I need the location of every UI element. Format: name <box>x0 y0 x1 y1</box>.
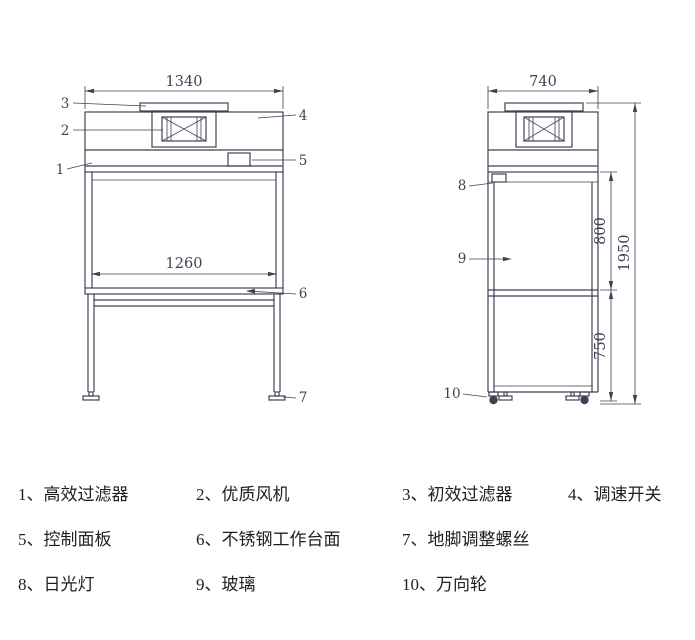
dim-total-height: 1950 <box>617 235 633 272</box>
side-callouts: 8 9 10 <box>443 178 512 402</box>
legend-item-7: 7、地脚调整螺丝 <box>402 530 530 549</box>
dim-front-width: 1340 <box>166 74 203 90</box>
front-width-dimension: 1340 <box>84 74 284 109</box>
callout-9-arrow <box>503 256 512 262</box>
callout-10: 10 <box>443 386 460 402</box>
dim-glass-height: 800 <box>593 217 609 245</box>
legend-item-8: 8、日光灯 <box>18 575 95 594</box>
legend-item-5: 5、控制面板 <box>18 530 112 549</box>
front-leveling-feet <box>82 391 286 401</box>
callout-4: 4 <box>299 108 308 124</box>
side-fluorescent-lamp <box>488 173 598 183</box>
callout-6: 6 <box>299 286 308 302</box>
front-callouts: 3 2 1 4 5 6 7 <box>56 96 308 406</box>
legend-item-6: 6、不锈钢工作台面 <box>196 530 341 549</box>
glass-height-dimension: 800 <box>593 171 617 291</box>
cabinet-technical-drawing: 1340 1260 3 2 1 4 5 6 <box>56 74 641 406</box>
legend-item-4: 4、调速开关 <box>568 485 662 504</box>
side-head-outline <box>487 111 599 173</box>
legend-item-2: 2、优质风机 <box>196 485 290 504</box>
front-head-outline <box>84 111 284 173</box>
callout-5: 5 <box>299 153 308 169</box>
callout-3: 3 <box>61 96 70 112</box>
callout-6-arrow <box>246 288 255 294</box>
legend-item-9: 9、玻璃 <box>196 575 256 594</box>
side-fan-unit <box>504 102 584 148</box>
legend-item-3: 3、初效过滤器 <box>402 485 513 504</box>
dim-stand-height: 750 <box>593 332 609 360</box>
front-control-panel <box>227 152 251 167</box>
side-glass-body <box>487 172 599 393</box>
side-width-dimension: 740 <box>487 74 599 109</box>
callout-7: 7 <box>299 390 308 406</box>
front-work-chamber <box>84 172 284 288</box>
front-view: 1340 1260 3 2 1 4 5 6 <box>56 74 308 406</box>
legend-item-10: 10、万向轮 <box>402 575 487 594</box>
dim-front-inner-width: 1260 <box>166 256 203 272</box>
callout-1: 1 <box>56 162 65 178</box>
front-stand <box>87 294 281 392</box>
stand-height-dimension: 750 <box>593 290 617 402</box>
legend-item-1: 1、高效过滤器 <box>18 485 129 504</box>
callout-2: 2 <box>61 123 70 139</box>
total-height-dimension: 1950 <box>586 102 641 405</box>
side-casters <box>488 391 590 405</box>
front-fan-unit <box>139 102 229 148</box>
front-inner-width-dimension: 1260 <box>91 256 277 277</box>
callout-9: 9 <box>458 251 467 267</box>
dim-side-width: 740 <box>529 74 557 90</box>
parts-legend: 1、高效过滤器 2、优质风机 3、初效过滤器 4、调速开关 5、控制面板 6、不… <box>18 470 685 605</box>
front-work-surface <box>84 287 284 295</box>
callout-8: 8 <box>458 178 467 194</box>
side-view: 740 800 750 1950 <box>443 74 641 405</box>
